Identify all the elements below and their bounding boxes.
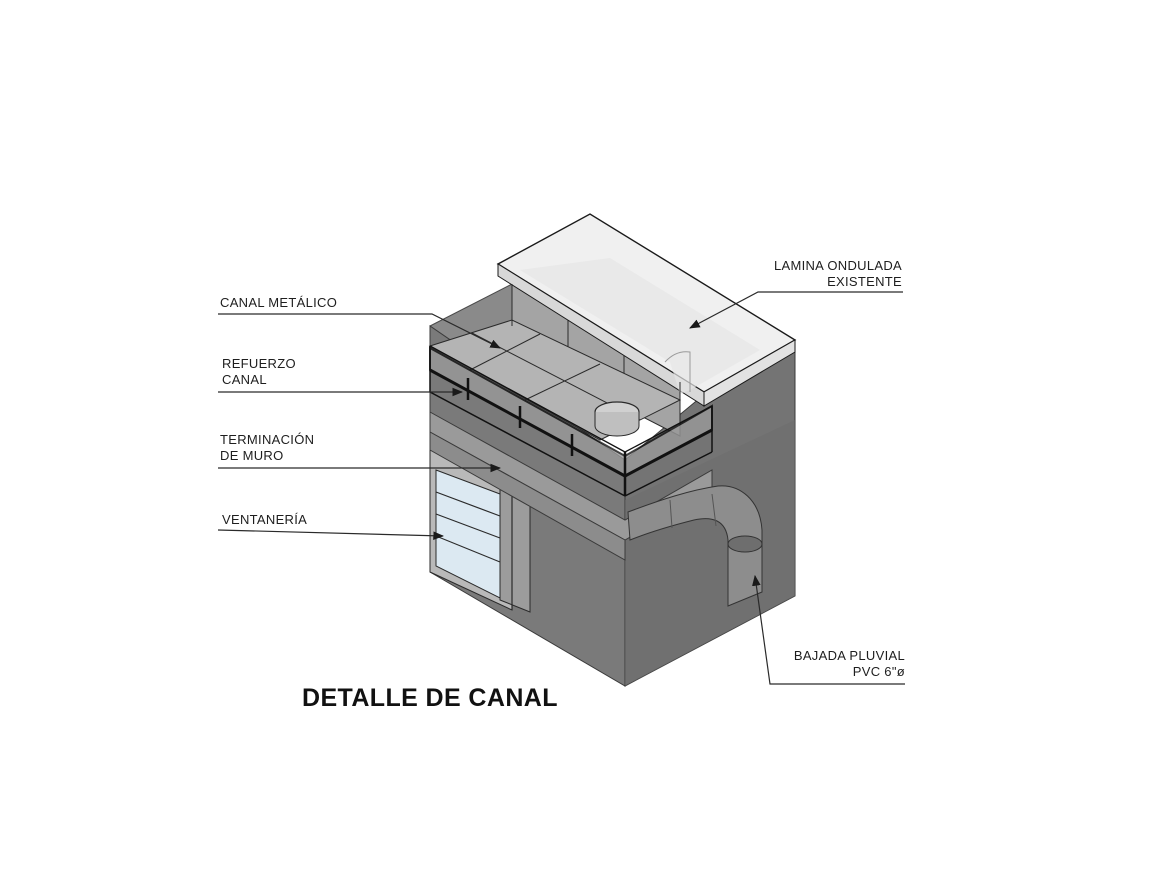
label-terminacion-muro: TERMINACIÓN DE MURO [220, 432, 315, 463]
label-ventaneria: VENTANERÍA [222, 512, 308, 527]
downspout-pipe [627, 485, 763, 607]
label-lamina-ondulada: LAMINA ONDULADA EXISTENTE [773, 258, 902, 289]
label-bajada-pluvial: BAJADA PLUVIAL PVC 6"ø [793, 648, 905, 679]
label-canal-metalico: CANAL METÁLICO [220, 295, 338, 310]
label-refuerzo-canal: REFUERZO CANAL [222, 356, 296, 387]
leader-lines [217, 291, 905, 685]
gutter-reinforcement [466, 378, 574, 456]
drawing-title: DETALLE DE CANAL [302, 684, 558, 712]
wall-recess [625, 420, 795, 686]
